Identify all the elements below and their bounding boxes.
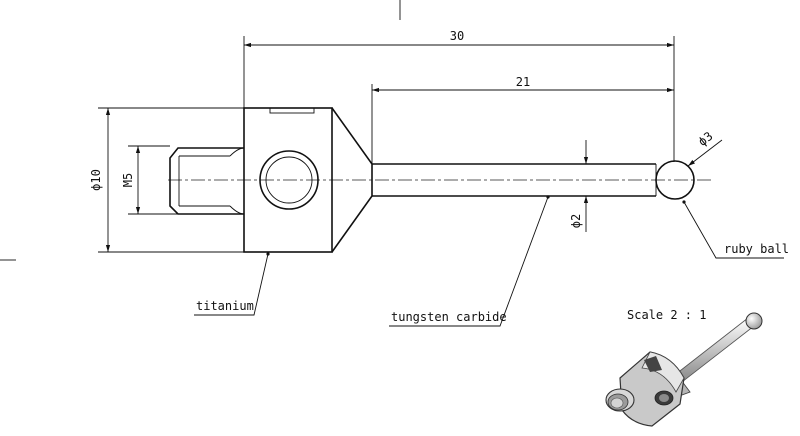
dim-stylus-length-text: 21 bbox=[516, 75, 530, 89]
dim-ball-diameter-text: ϕ3 bbox=[696, 129, 716, 149]
dim-total-length-text: 30 bbox=[450, 29, 464, 43]
dim-thread bbox=[128, 145, 178, 215]
label-titanium: titanium bbox=[196, 299, 254, 313]
dim-stem-diameter-text: ϕ2 bbox=[569, 214, 583, 228]
leader-ruby-ball bbox=[683, 201, 784, 259]
isometric-view bbox=[605, 312, 763, 427]
dim-body-diameter-text: ϕ10 bbox=[89, 169, 103, 191]
label-ruby-ball: ruby ball bbox=[724, 242, 789, 256]
dim-stylus-length bbox=[371, 84, 674, 164]
label-tungsten-carbide: tungsten carbide bbox=[391, 310, 507, 324]
leader-tungsten-carbide bbox=[389, 196, 549, 327]
leader-titanium bbox=[194, 253, 269, 316]
threaded-stud bbox=[169, 147, 245, 215]
dim-total-length bbox=[243, 36, 675, 162]
ruby-ball bbox=[655, 160, 695, 200]
cross-hole bbox=[259, 150, 319, 210]
scale-note: Scale 2 : 1 bbox=[627, 308, 706, 322]
tapered-cone bbox=[331, 107, 373, 253]
dim-thread-text: M5 bbox=[121, 173, 135, 187]
titanium-body bbox=[243, 107, 333, 253]
dim-body-diameter bbox=[98, 107, 244, 253]
dim-ball-leader bbox=[687, 139, 723, 167]
